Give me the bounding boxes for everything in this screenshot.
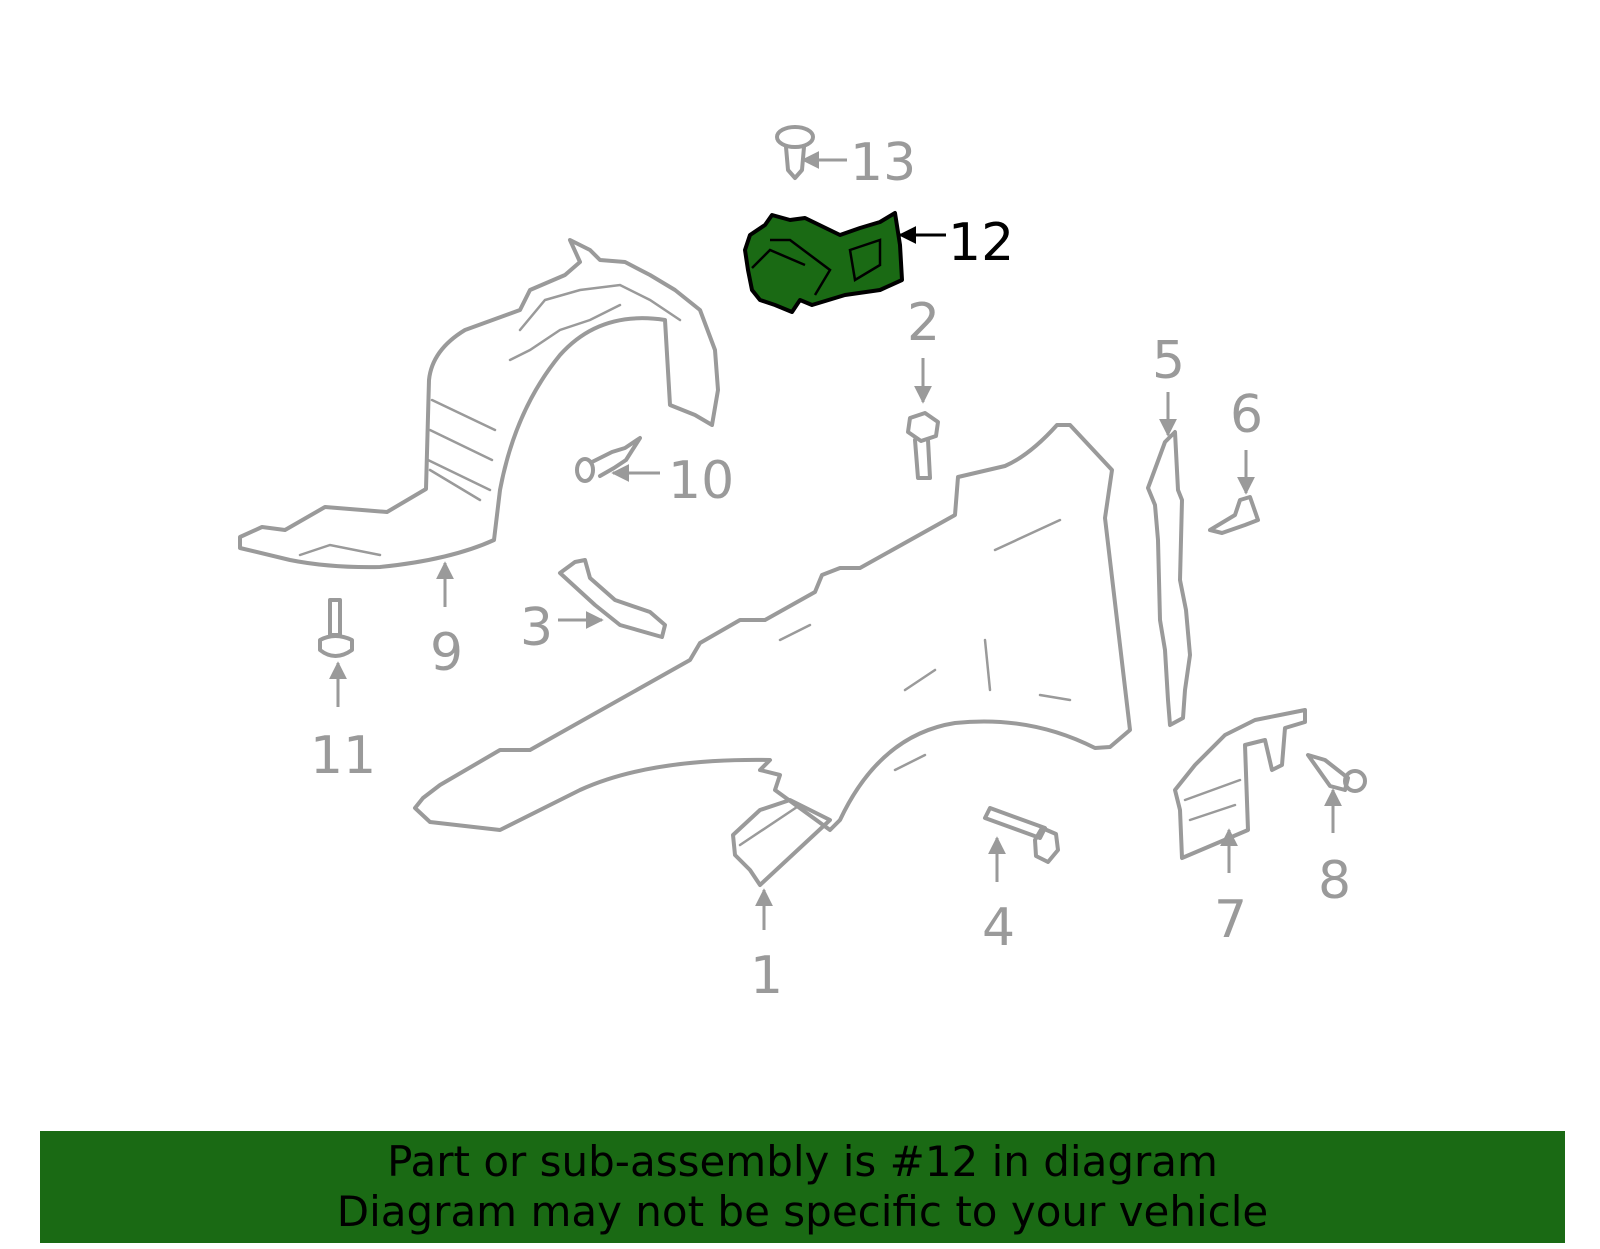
part-10-clip <box>575 436 642 483</box>
callout-10: 10 <box>668 451 734 511</box>
callout-numbers: 1 2 3 4 5 6 7 8 9 10 11 12 13 <box>310 133 1351 1006</box>
part-2-bolt <box>906 411 940 480</box>
callout-8: 8 <box>1318 851 1351 911</box>
part-1-fender <box>413 423 1132 887</box>
part-13-clip <box>775 125 815 180</box>
banner-line-2: Diagram may not be specific to your vehi… <box>336 1187 1269 1236</box>
callout-5: 5 <box>1152 331 1185 391</box>
callout-11: 11 <box>310 726 376 786</box>
callout-7: 7 <box>1214 890 1247 950</box>
banner-background <box>40 1131 1565 1243</box>
part-3-bracket <box>558 558 667 639</box>
part-11-bolt <box>318 598 354 658</box>
info-banner: Part or sub-assembly is #12 in diagram D… <box>40 1131 1565 1243</box>
callout-4: 4 <box>982 898 1015 958</box>
banner-line-1: Part or sub-assembly is #12 in diagram <box>387 1137 1218 1186</box>
callout-1: 1 <box>750 946 783 1006</box>
callout-6: 6 <box>1230 385 1263 445</box>
callout-12: 12 <box>948 213 1014 273</box>
part-5-seal <box>1146 430 1192 727</box>
callout-2: 2 <box>907 293 940 353</box>
part-8-screw <box>1306 753 1367 793</box>
callout-3: 3 <box>520 598 553 658</box>
part-4-bolt <box>983 806 1060 864</box>
callout-9: 9 <box>430 623 463 683</box>
part-12-bracket-highlighted <box>743 211 904 314</box>
part-6-clip <box>1208 495 1260 535</box>
part-7-bracket <box>1173 708 1307 860</box>
callout-13: 13 <box>850 133 916 193</box>
part-9-fender-liner <box>238 238 720 570</box>
leader-arrows <box>329 151 1342 930</box>
